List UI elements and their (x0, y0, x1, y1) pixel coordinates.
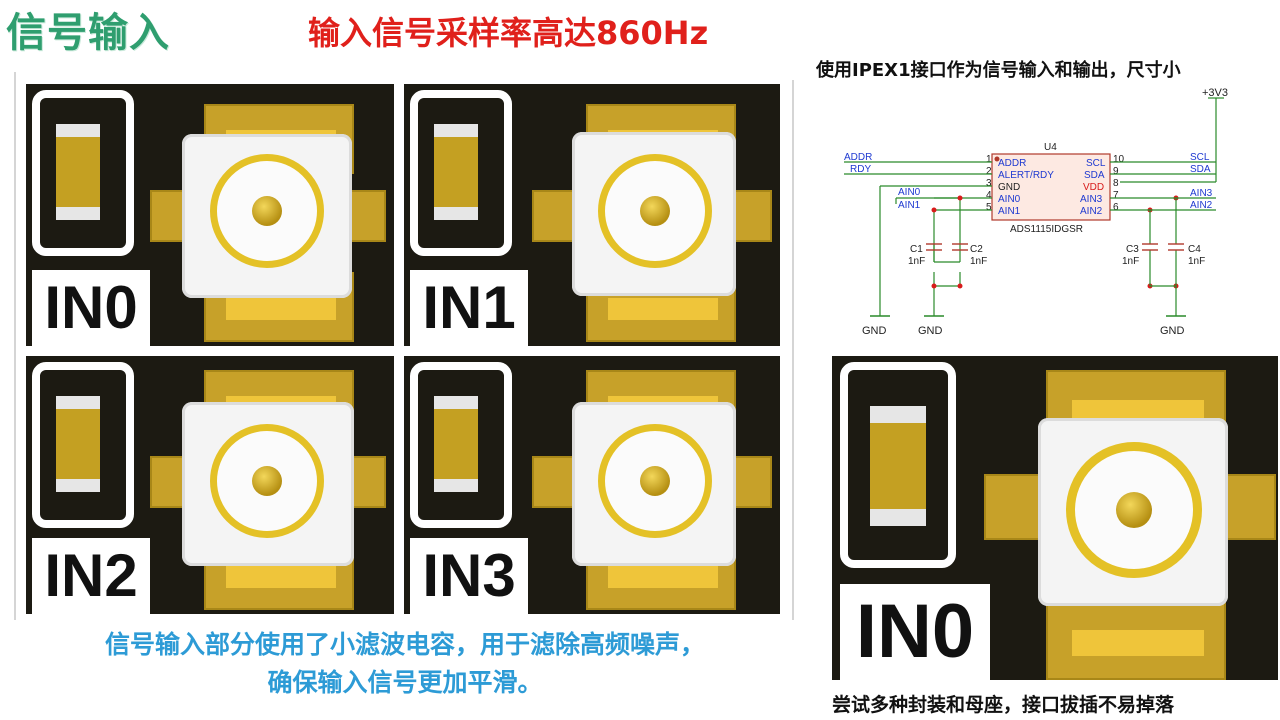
capacitor-outline (32, 90, 134, 256)
left-wires (844, 161, 992, 316)
capacitor-body (434, 124, 478, 220)
gnd-label-2: GND (918, 325, 943, 337)
rf-center-pin (1116, 492, 1152, 528)
connector-pad-right (1220, 474, 1276, 540)
capacitor-body (870, 406, 926, 526)
pin-name: GND (998, 182, 1020, 193)
pin-name: AIN1 (998, 206, 1021, 217)
pcb-panel-in1: IN1 (404, 84, 780, 346)
cap-c1-ref: C1 (910, 244, 923, 255)
connector-pad-right (346, 190, 386, 242)
gnd-label-1: GND (862, 325, 887, 337)
cap-c4-value: 1nF (1188, 256, 1205, 267)
pin-num: 8 (1113, 178, 1119, 189)
net-label-sda: SDA (1190, 164, 1211, 175)
pin-num: 3 (986, 178, 992, 189)
caption-line-1: 信号输入部分使用了小滤波电容，用于滤除高频噪声， (104, 630, 705, 659)
mid-frame-line (792, 80, 794, 620)
pin-name: ALERT/RDY (998, 170, 1054, 181)
capacitor-body (56, 124, 100, 220)
net-label-scl: SCL (1190, 152, 1210, 163)
page-title: 信号输入 (6, 10, 170, 56)
pin-num: 1 (986, 154, 992, 165)
pin-name: VDD (1083, 182, 1104, 193)
pin-num: 10 (1113, 154, 1125, 165)
panel-label-in3: IN3 (410, 538, 528, 614)
pin-name: AIN0 (998, 194, 1021, 205)
rf-center-pin (640, 196, 670, 226)
pin-num: 2 (986, 166, 992, 177)
rf-center-pin (252, 196, 282, 226)
net-label-ain0: AIN0 (898, 187, 921, 198)
pcb-panel-in2: IN2 (26, 356, 394, 614)
cap-c2-value: 1nF (970, 256, 987, 267)
pin-name: AIN2 (1080, 206, 1103, 217)
connector-pad-bottom (1046, 600, 1226, 680)
right-capacitors (1142, 243, 1184, 251)
left-pins: 1 ADDR 2 ALERT/RDY 3 GND 4 AIN0 5 AIN1 (986, 154, 1054, 217)
adc-schematic: +3V3 U4 ADS1115IDGSR 1 ADDR 2 ALERT/RDY … (844, 87, 1228, 337)
pin-num: 5 (986, 202, 992, 213)
cap-c4-ref: C4 (1188, 244, 1201, 255)
right-pins: SCL 10 SDA 9 VDD 8 AIN3 7 AIN2 6 (1080, 154, 1125, 217)
cap-c3-value: 1nF (1122, 256, 1139, 267)
pin-name: ADDR (998, 158, 1026, 169)
pcb-closeup-in0: IN0 (832, 356, 1278, 680)
pin-num: 9 (1113, 166, 1119, 177)
caption-filter-note: 信号输入部分使用了小滤波电容，用于滤除高频噪声， 确保输入信号更加平滑。 (20, 626, 790, 702)
net-label-addr: ADDR (844, 152, 872, 163)
panel-label-in2: IN2 (32, 538, 150, 614)
pin-name: AIN3 (1080, 194, 1103, 205)
net-label-rdy: RDY (850, 164, 871, 175)
net-label-ain2: AIN2 (1190, 200, 1213, 211)
panel-label-in0: IN0 (32, 270, 150, 346)
panel-label-in1: IN1 (410, 270, 528, 346)
pin-name: SCL (1086, 158, 1106, 169)
pin-num: 6 (1113, 202, 1119, 213)
net-label-ain3: AIN3 (1190, 188, 1213, 199)
left-frame-line (14, 72, 16, 620)
rf-connector-ring (1066, 442, 1202, 578)
gnd-label-3: GND (1160, 325, 1185, 337)
caption-connector-note: 尝试多种封装和母座，接口拔插不易掉落 (832, 694, 1175, 716)
closeup-label-in0: IN0 (840, 584, 990, 680)
page-subtitle: 输入信号采样率高达860Hz (308, 14, 709, 52)
chip-ref: U4 (1044, 142, 1057, 153)
capacitor-body (56, 396, 100, 492)
cap-c1-value: 1nF (908, 256, 925, 267)
net-label-ain1: AIN1 (898, 200, 921, 211)
ipex-note: 使用IPEX1接口作为信号输入和输出，尺寸小 (816, 60, 1181, 81)
caption-line-2: 确保输入信号更加平滑。 (267, 668, 543, 697)
rf-center-pin (640, 466, 670, 496)
rf-center-pin (252, 466, 282, 496)
pin-name: SDA (1084, 170, 1105, 181)
pin1-marker (994, 156, 1000, 162)
pcb-panel-in3: IN3 (404, 356, 780, 614)
capacitor-body (434, 396, 478, 492)
rf-connector-ring (598, 424, 712, 538)
chip-part: ADS1115IDGSR (1010, 224, 1083, 235)
cap-c2-ref: C2 (970, 244, 983, 255)
pin-num: 4 (986, 190, 992, 201)
power-label: +3V3 (1202, 87, 1228, 99)
right-wires (1110, 161, 1216, 316)
cap-c3-ref: C3 (1126, 244, 1139, 255)
chip-body (991, 153, 1111, 221)
capacitor-outline (410, 362, 512, 528)
pin-num: 7 (1113, 190, 1119, 201)
left-capacitors (926, 243, 968, 251)
pcb-panel-in0: IN0 (26, 84, 394, 346)
